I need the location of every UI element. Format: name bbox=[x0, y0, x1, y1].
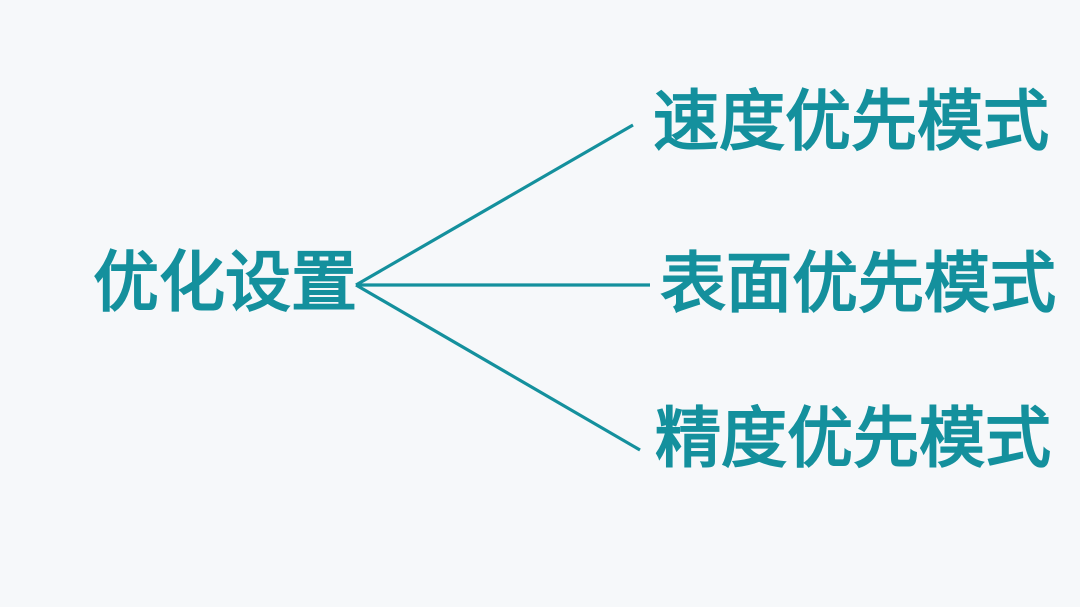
connector-to-speed bbox=[355, 123, 634, 287]
branch-node-surface-priority[interactable]: 表面优先模式 bbox=[660, 246, 1056, 320]
root-node-label[interactable]: 优化设置 bbox=[93, 245, 357, 319]
branch-node-speed-priority[interactable]: 速度优先模式 bbox=[653, 84, 1049, 158]
branch-node-precision-priority[interactable]: 精度优先模式 bbox=[655, 401, 1051, 475]
connector-to-precision bbox=[355, 283, 641, 452]
